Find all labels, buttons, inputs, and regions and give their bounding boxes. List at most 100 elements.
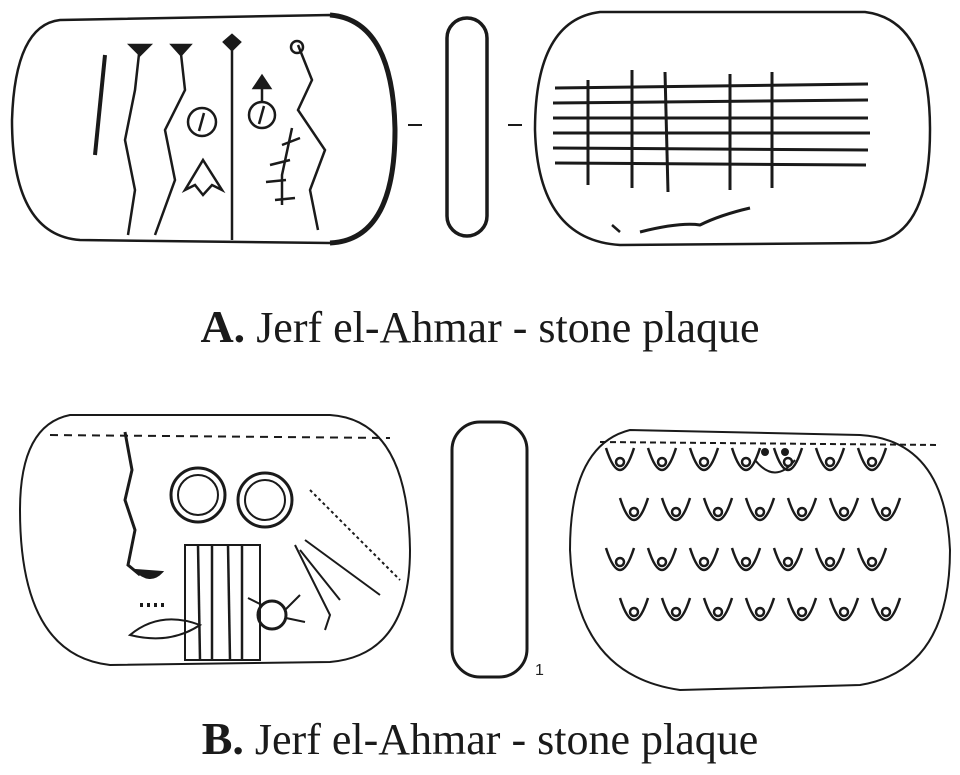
- incised-dot: [614, 456, 626, 468]
- incised-circle-1-bar: [197, 112, 206, 132]
- incised-u-chevron: [688, 447, 720, 471]
- incised-dot: [698, 456, 710, 468]
- panel-b-drawing: [18, 414, 952, 692]
- incised-u-chevron: [646, 547, 678, 571]
- incised-arrowhead-3: [251, 73, 273, 90]
- incised-u-chevron: [660, 497, 692, 521]
- incised-dot: [754, 506, 766, 518]
- caption-b-text: Jerf el-Ahmar - stone plaque: [254, 715, 759, 764]
- incised-dotted-ray: [309, 489, 401, 581]
- incised-mouth-curve: [754, 459, 796, 474]
- incised-tick: [611, 224, 621, 233]
- incised-cup-shape: [132, 568, 165, 579]
- incised-zigzag-2: [153, 44, 187, 236]
- incised-u-chevron: [688, 547, 720, 571]
- incised-u-chevron: [604, 447, 636, 471]
- incised-dot-eye-2: [781, 448, 789, 456]
- incised-dot: [656, 556, 668, 568]
- incised-dot: [866, 556, 878, 568]
- incised-u-chevron: [730, 447, 762, 471]
- incised-chevron-grid: [604, 447, 902, 621]
- plaque-a-side-profile: [445, 16, 489, 238]
- panel-b: 1: [0, 400, 960, 700]
- incised-dot: [614, 556, 626, 568]
- incised-small-ring: [289, 39, 305, 55]
- panel-a: [0, 0, 960, 300]
- incised-dot: [880, 606, 892, 618]
- incised-u-chevron: [786, 497, 818, 521]
- incised-dot: [712, 506, 724, 518]
- plaque-a-front-outline: [10, 13, 397, 245]
- plaque-b-back-face: [568, 428, 952, 692]
- incised-rack-frame: [184, 544, 261, 661]
- incised-diamond-top: [222, 33, 242, 52]
- incised-bug-body: [256, 599, 288, 631]
- incised-rack-bars: [196, 544, 244, 661]
- incised-arrowhead-2: [169, 43, 193, 57]
- figure-number: 1: [535, 662, 544, 679]
- caption-b: B. Jerf el-Ahmar - stone plaque: [0, 712, 960, 765]
- incised-dot: [670, 506, 682, 518]
- caption-a-letter: A.: [200, 301, 246, 352]
- incised-u-chevron: [814, 447, 846, 471]
- incised-arrowhead-1: [126, 43, 154, 57]
- plaque-a-front-face: [10, 12, 398, 246]
- plaque-b-front-face: [18, 414, 412, 667]
- incised-u-chevron: [730, 547, 762, 571]
- incised-grid-vertical: [586, 70, 774, 193]
- incised-zigzag-3: [296, 44, 327, 231]
- incised-u-chevron: [646, 447, 678, 471]
- incised-dot: [740, 556, 752, 568]
- incised-u-chevron: [618, 597, 650, 621]
- incised-dot: [656, 456, 668, 468]
- incised-u-chevron: [870, 597, 902, 621]
- incised-u-chevron: [814, 547, 846, 571]
- incised-u-chevron: [702, 497, 734, 521]
- incised-dot: [824, 556, 836, 568]
- incised-branch-twigs: [265, 136, 301, 202]
- plaque-a-back-face: [533, 10, 932, 247]
- incised-u-chevron: [870, 497, 902, 521]
- incised-ring-2-inner: [244, 479, 286, 521]
- incised-dot: [628, 606, 640, 618]
- incised-dot: [698, 556, 710, 568]
- incised-u-chevron: [660, 597, 692, 621]
- incised-dot: [740, 456, 752, 468]
- incised-ring-1-inner: [177, 474, 219, 516]
- incised-dot: [796, 506, 808, 518]
- incised-u-chevron: [744, 497, 776, 521]
- caption-a: A. Jerf el-Ahmar - stone plaque: [0, 300, 960, 353]
- incised-circle-1: [186, 106, 218, 138]
- incised-zigzag-1: [123, 44, 142, 236]
- incised-u-chevron: [772, 447, 804, 471]
- incised-u-chevron: [604, 547, 636, 571]
- panel-a-drawing: [10, 10, 932, 247]
- incised-wavy-stem: [123, 431, 141, 577]
- incised-dot: [712, 606, 724, 618]
- plaque-b-back-inner-edge: [599, 441, 941, 446]
- incised-u-chevron: [856, 547, 888, 571]
- incised-wavy-line: [639, 206, 751, 234]
- incised-bug-legs: [247, 594, 306, 623]
- incised-dot: [796, 606, 808, 618]
- plaque-a-back-outline: [533, 10, 932, 247]
- plaque-b-front-outline: [18, 414, 412, 667]
- incised-dot: [880, 506, 892, 518]
- incised-dot: [866, 456, 878, 468]
- incised-dot-eye-1: [761, 448, 769, 456]
- incised-dot: [838, 606, 850, 618]
- incised-ring-1: [169, 466, 227, 524]
- incised-u-chevron: [744, 597, 776, 621]
- incised-dot: [824, 456, 836, 468]
- plaque-b-side-profile: [450, 420, 529, 679]
- plaque-a-front-shadow-edge: [329, 12, 398, 246]
- incised-branch-stem: [280, 127, 294, 205]
- incised-grid-horizontal: [552, 82, 870, 167]
- plaque-b-back-outline: [568, 428, 952, 692]
- incised-u-chevron: [828, 597, 860, 621]
- incised-u-chevron: [618, 497, 650, 521]
- incised-dot: [628, 506, 640, 518]
- incised-ring-2: [236, 471, 294, 529]
- caption-a-text: Jerf el-Ahmar - stone plaque: [256, 303, 760, 352]
- incised-u-chevron: [856, 447, 888, 471]
